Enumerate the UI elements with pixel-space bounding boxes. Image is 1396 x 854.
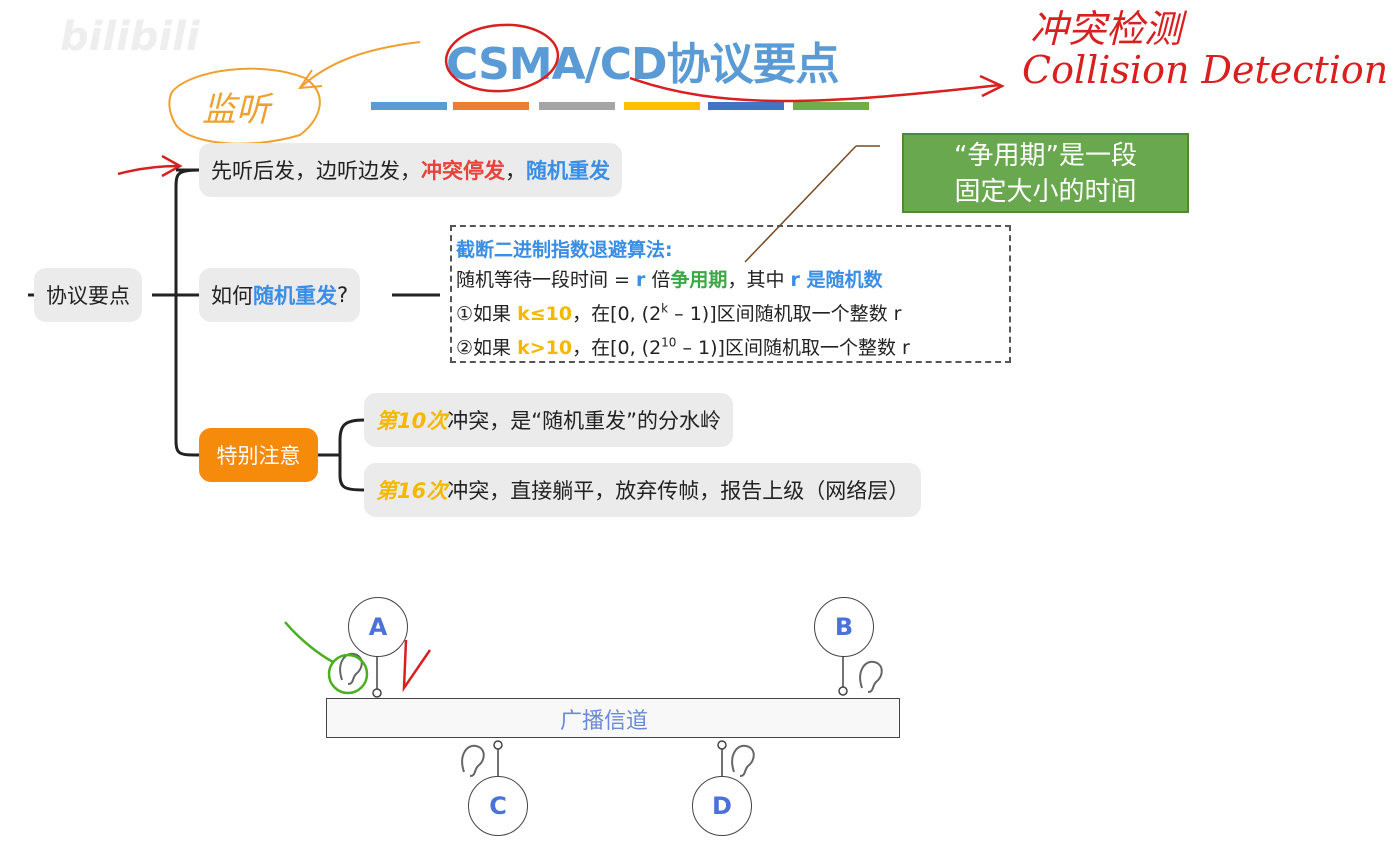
station-a: A bbox=[348, 597, 408, 657]
special-item-10th: 第10次冲突，是“随机重发”的分水岭 bbox=[364, 393, 733, 447]
broadcast-channel bbox=[326, 698, 900, 738]
backoff-l3-if: ②如果 bbox=[456, 337, 518, 359]
branch-node-retry: 如何随机重发? bbox=[199, 268, 361, 322]
bilibili-watermark: bilibili bbox=[60, 14, 200, 60]
backoff-l3-exp: 10 bbox=[661, 335, 677, 350]
title-bar-segment bbox=[708, 102, 784, 110]
station-b: B bbox=[814, 597, 874, 657]
title-bar-segment bbox=[371, 102, 447, 110]
contention-period-note: “争用期”是一段 固定大小的时间 bbox=[902, 133, 1189, 213]
annotation-listen: 监听 bbox=[202, 90, 270, 130]
node2-highlight: 随机重发 bbox=[253, 284, 337, 308]
note-line-1: “争用期”是一段 bbox=[954, 141, 1137, 171]
station-c: C bbox=[468, 776, 528, 836]
root-node-label: 协议要点 bbox=[46, 284, 130, 308]
backoff-line-2: ①如果 k≤10，在[0, (2k – 1)]区间随机取一个整数 r bbox=[456, 299, 901, 326]
backoff-l2-cond: k≤10 bbox=[517, 303, 573, 325]
backoff-l1-contention: 争用期 bbox=[670, 269, 728, 291]
node1-comma: ， bbox=[505, 159, 526, 183]
annotation-collision-cn: 冲突检测 bbox=[1030, 7, 1183, 51]
backoff-l2-rest: – 1)]区间随机取一个整数 r bbox=[668, 303, 902, 325]
node1-text: 先听后发，边听边发， bbox=[211, 159, 421, 183]
backoff-line-1: 随机等待一段时间 = r 倍争用期，其中 r 是随机数 bbox=[456, 265, 882, 292]
special-10th-text: 冲突，是“随机重发”的分水岭 bbox=[447, 409, 721, 433]
node1-highlight-retry: 随机重发 bbox=[526, 159, 610, 183]
backoff-l1-text: 随机等待一段时间 = bbox=[456, 269, 636, 291]
node3-label: 特别注意 bbox=[216, 444, 301, 468]
backoff-l2-range: ，在[0, (2 bbox=[572, 303, 662, 325]
backoff-l1-where: ，其中 bbox=[727, 269, 791, 291]
node2-suffix: ? bbox=[337, 283, 349, 307]
title-bar-segment bbox=[539, 102, 615, 110]
branch-node-listen-rule: 先听后发，边听边发，冲突停发，随机重发 bbox=[199, 143, 622, 197]
node1-highlight-stop: 冲突停发 bbox=[421, 159, 505, 183]
backoff-l3-range: ，在[0, (2 bbox=[572, 337, 662, 359]
special-16th-text: 冲突，直接躺平，放弃传帧，报告上级（网络层） bbox=[447, 479, 910, 503]
node2-text: 如何 bbox=[211, 284, 253, 308]
note-line-2: 固定大小的时间 bbox=[954, 177, 1137, 207]
backoff-l1-random: r 是随机数 bbox=[790, 269, 883, 291]
channel-label: 广播信道 bbox=[560, 709, 649, 734]
backoff-l1-times: 倍 bbox=[645, 269, 671, 291]
root-node: 协议要点 bbox=[34, 268, 142, 322]
special-10th-count: 第10次 bbox=[376, 409, 448, 433]
backoff-l2-exp: k bbox=[661, 301, 669, 316]
backoff-heading: 截断二进制指数退避算法: bbox=[456, 239, 673, 261]
backoff-line-3: ②如果 k>10，在[0, (210 – 1)]区间随机取一个整数 r bbox=[456, 333, 910, 360]
title-bar-segment bbox=[793, 102, 869, 110]
backoff-l2-if: ①如果 bbox=[456, 303, 518, 325]
special-16th-count: 第16次 bbox=[376, 479, 448, 503]
backoff-algorithm-box bbox=[450, 225, 1011, 363]
branch-node-special: 特别注意 bbox=[199, 428, 318, 482]
backoff-l3-cond: k>10 bbox=[517, 337, 573, 359]
station-d: D bbox=[692, 776, 752, 836]
special-item-16th: 第16次冲突，直接躺平，放弃传帧，报告上级（网络层） bbox=[364, 463, 922, 517]
title-bar-segment bbox=[453, 102, 529, 110]
backoff-l1-r: r bbox=[636, 269, 646, 291]
annotation-collision-en: Collision Detection bbox=[1022, 48, 1389, 92]
backoff-l3-rest: – 1)]区间随机取一个整数 r bbox=[676, 337, 910, 359]
title-bar-segment bbox=[624, 102, 700, 110]
